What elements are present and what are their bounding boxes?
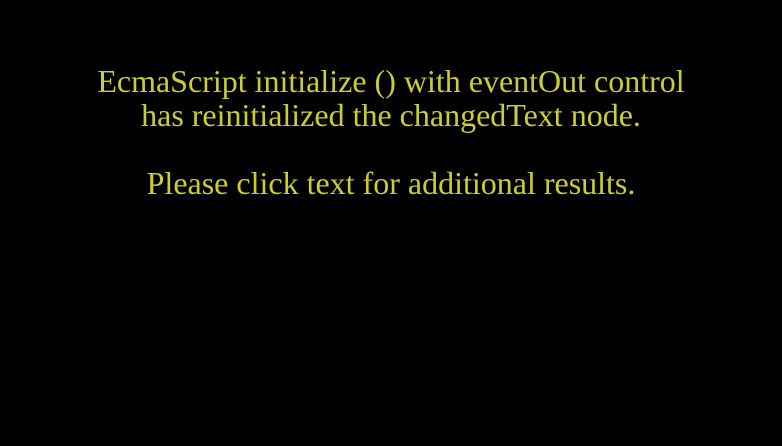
clickable-text-node[interactable]: EcmaScript initialize () with eventOut c…	[0, 64, 782, 200]
text-line-2[interactable]: has reinitialized the changedText node.	[141, 97, 641, 133]
text-line-4[interactable]: Please click text for additional results…	[146, 165, 636, 201]
text-line-1[interactable]: EcmaScript initialize () with eventOut c…	[97, 63, 685, 99]
text-line-3[interactable]	[0, 132, 782, 166]
